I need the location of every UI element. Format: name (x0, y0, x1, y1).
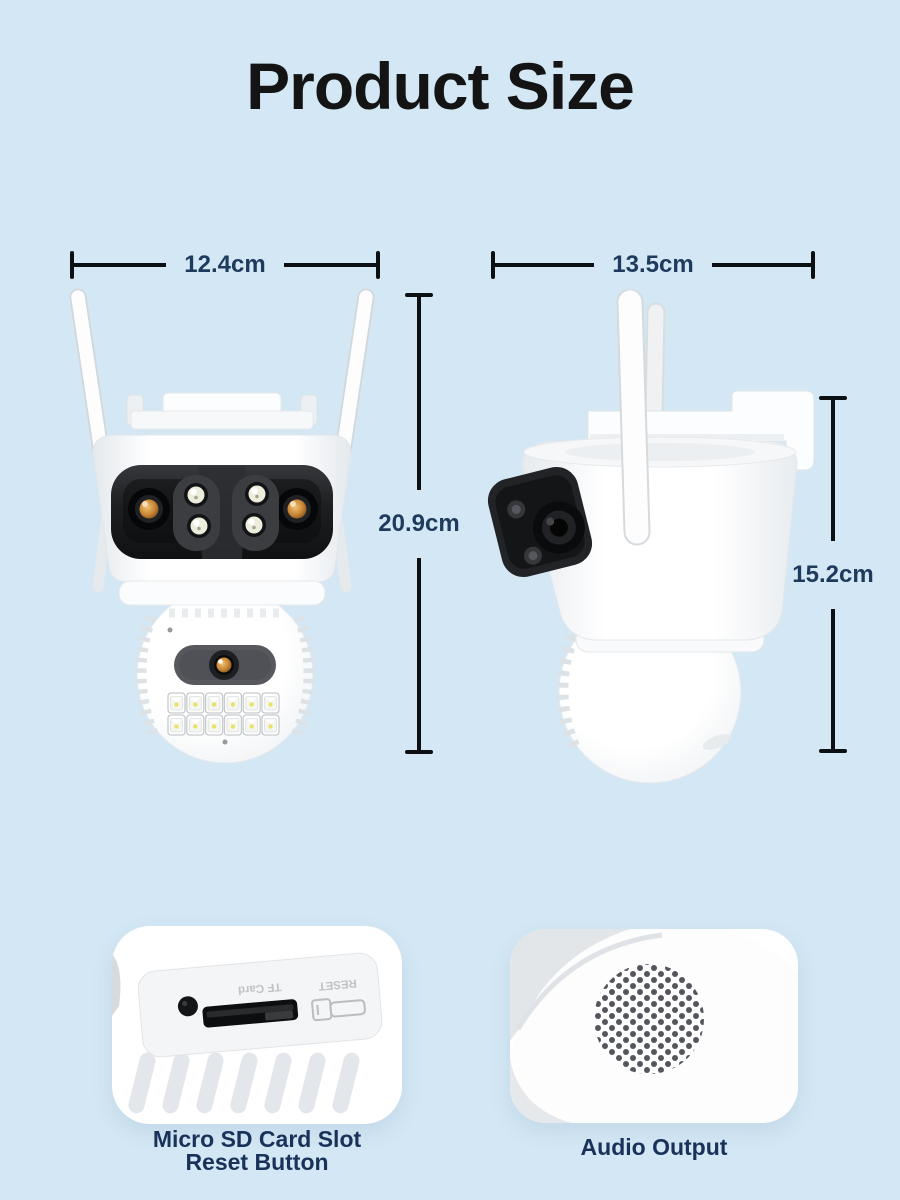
dimension-side-width: 13.5cm (491, 251, 815, 279)
reset-label: RESET (318, 977, 357, 992)
speaker-holes (594, 964, 704, 1074)
dimension-line (711, 263, 811, 267)
side-body (521, 440, 798, 641)
sd-card-caption-line1: Micro SD Card Slot (152, 1126, 362, 1152)
port-panel: TF Card RESET (137, 952, 383, 1058)
mic-hole (167, 627, 173, 633)
dimension-tick (405, 750, 433, 754)
tf-card-label: TF Card (237, 980, 281, 996)
audio-caption-line: Audio Output (580, 1134, 728, 1160)
dimension-side-height-label: 15.2cm (792, 560, 874, 588)
side-dome-ridges (556, 633, 581, 752)
side-antenna-front (616, 290, 651, 546)
dimension-tick (811, 251, 815, 279)
cooling-fins (128, 1052, 360, 1114)
tele-lens (276, 488, 318, 530)
dimension-front-width: 12.4cm (70, 251, 380, 279)
sd-card-inset-image: TF Card RESET (112, 926, 402, 1124)
audio-caption: Audio Output (510, 1136, 798, 1159)
dimension-tick (405, 293, 433, 297)
body-edge-shade (112, 954, 121, 1016)
dimension-line (74, 263, 167, 267)
dimension-side-width-label: 13.5cm (612, 251, 694, 278)
sd-card-closeup: TF Card RESET (112, 952, 383, 1114)
dome-left-ridges (135, 615, 159, 736)
dimension-tick (819, 749, 847, 753)
camera-front-view-image (69, 288, 375, 763)
dimension-front-height-label: 20.9cm (378, 509, 460, 537)
dimension-line (417, 557, 421, 750)
sd-card-slot (202, 999, 299, 1028)
dome-edge-shade (510, 929, 630, 1041)
mic-hole (177, 996, 198, 1017)
front-collar (118, 580, 326, 606)
dimension-side-height: 15.2cm (785, 396, 881, 753)
dome-edge-line (515, 932, 663, 1031)
camera-side-view-image (487, 290, 815, 784)
dome-bottom-shade (510, 1059, 572, 1123)
page-title: Product Size (246, 49, 635, 123)
dimension-line (831, 608, 835, 749)
dimension-tick (70, 251, 74, 279)
reset-button (311, 998, 366, 1022)
dimension-tick (376, 251, 380, 279)
dimension-line (417, 297, 421, 490)
dome-vent (702, 734, 732, 750)
dimension-front-width-label: 12.4cm (184, 251, 266, 278)
dimension-line (283, 263, 376, 267)
dimension-tick (491, 251, 495, 279)
dimension-line (495, 263, 595, 267)
dimension-line (831, 400, 835, 541)
speaker-closeup (510, 929, 798, 1123)
spotlight-leds (173, 475, 279, 551)
front-top-platform (126, 392, 318, 430)
side-lens-module (487, 467, 593, 577)
dome-lens-bar (174, 645, 276, 685)
dimension-tick (819, 396, 847, 400)
wide-lens (128, 488, 170, 530)
sd-card-caption: Micro SD Card Slot Reset Button (112, 1128, 402, 1174)
sd-card-caption-line2: Reset Button (185, 1149, 329, 1175)
dome-right-ridges (291, 615, 315, 736)
screw-hole (222, 739, 228, 745)
side-top-rim-inner (565, 443, 755, 461)
audio-inset-image (510, 929, 798, 1123)
dimension-front-height: 20.9cm (371, 293, 467, 754)
